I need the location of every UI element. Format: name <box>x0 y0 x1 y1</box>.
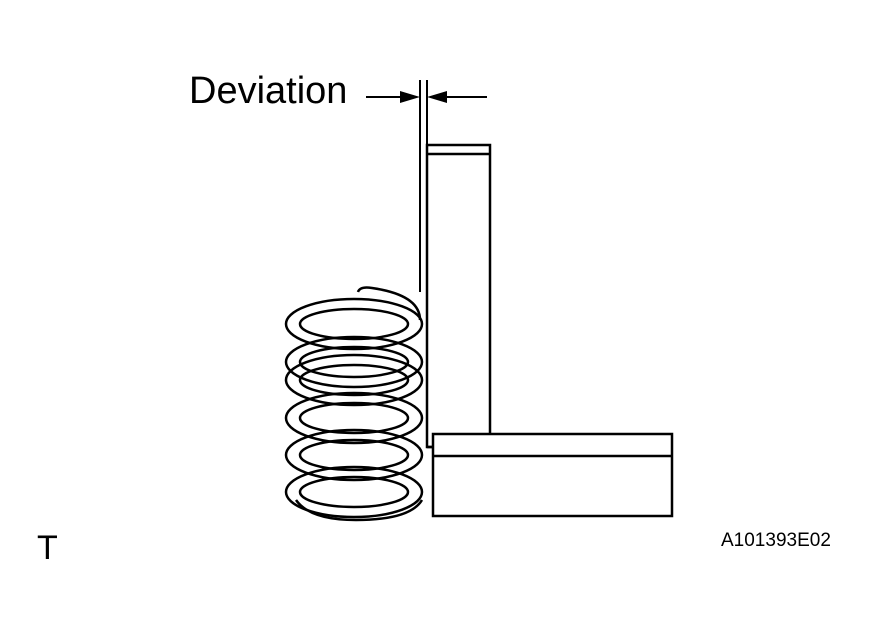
deviation-label: Deviation <box>189 70 348 112</box>
spring-coil-2-inner <box>298 345 410 379</box>
spring-coil-4-inner <box>298 401 410 435</box>
spring-bottom-end <box>294 499 424 522</box>
spring-coil-5-outer <box>284 428 424 482</box>
arrowhead-right-pointing <box>400 91 420 103</box>
spring-coil-6-outer <box>284 465 424 519</box>
compression-spring <box>284 286 424 522</box>
square-tool <box>425 143 674 518</box>
figure-code: A101393E02 <box>721 530 831 551</box>
spring-coil-1-outer <box>284 297 424 351</box>
spring-coil-5-inner <box>298 438 410 472</box>
view-letter: T <box>37 529 58 567</box>
square-base <box>431 432 674 518</box>
spring-top-end <box>356 286 422 321</box>
spring-coil-6-inner <box>298 475 410 509</box>
arrowhead-left-pointing <box>427 91 447 103</box>
deviation-dimension <box>366 80 487 292</box>
spring-coil-2-outer <box>284 335 424 389</box>
spring-coil-3-inner <box>298 363 410 397</box>
spring-coil-3-outer <box>284 353 424 407</box>
spring-coil-4-outer <box>284 391 424 445</box>
square-vertical-arm <box>425 143 492 449</box>
spring-coil-1-inner <box>298 307 410 341</box>
